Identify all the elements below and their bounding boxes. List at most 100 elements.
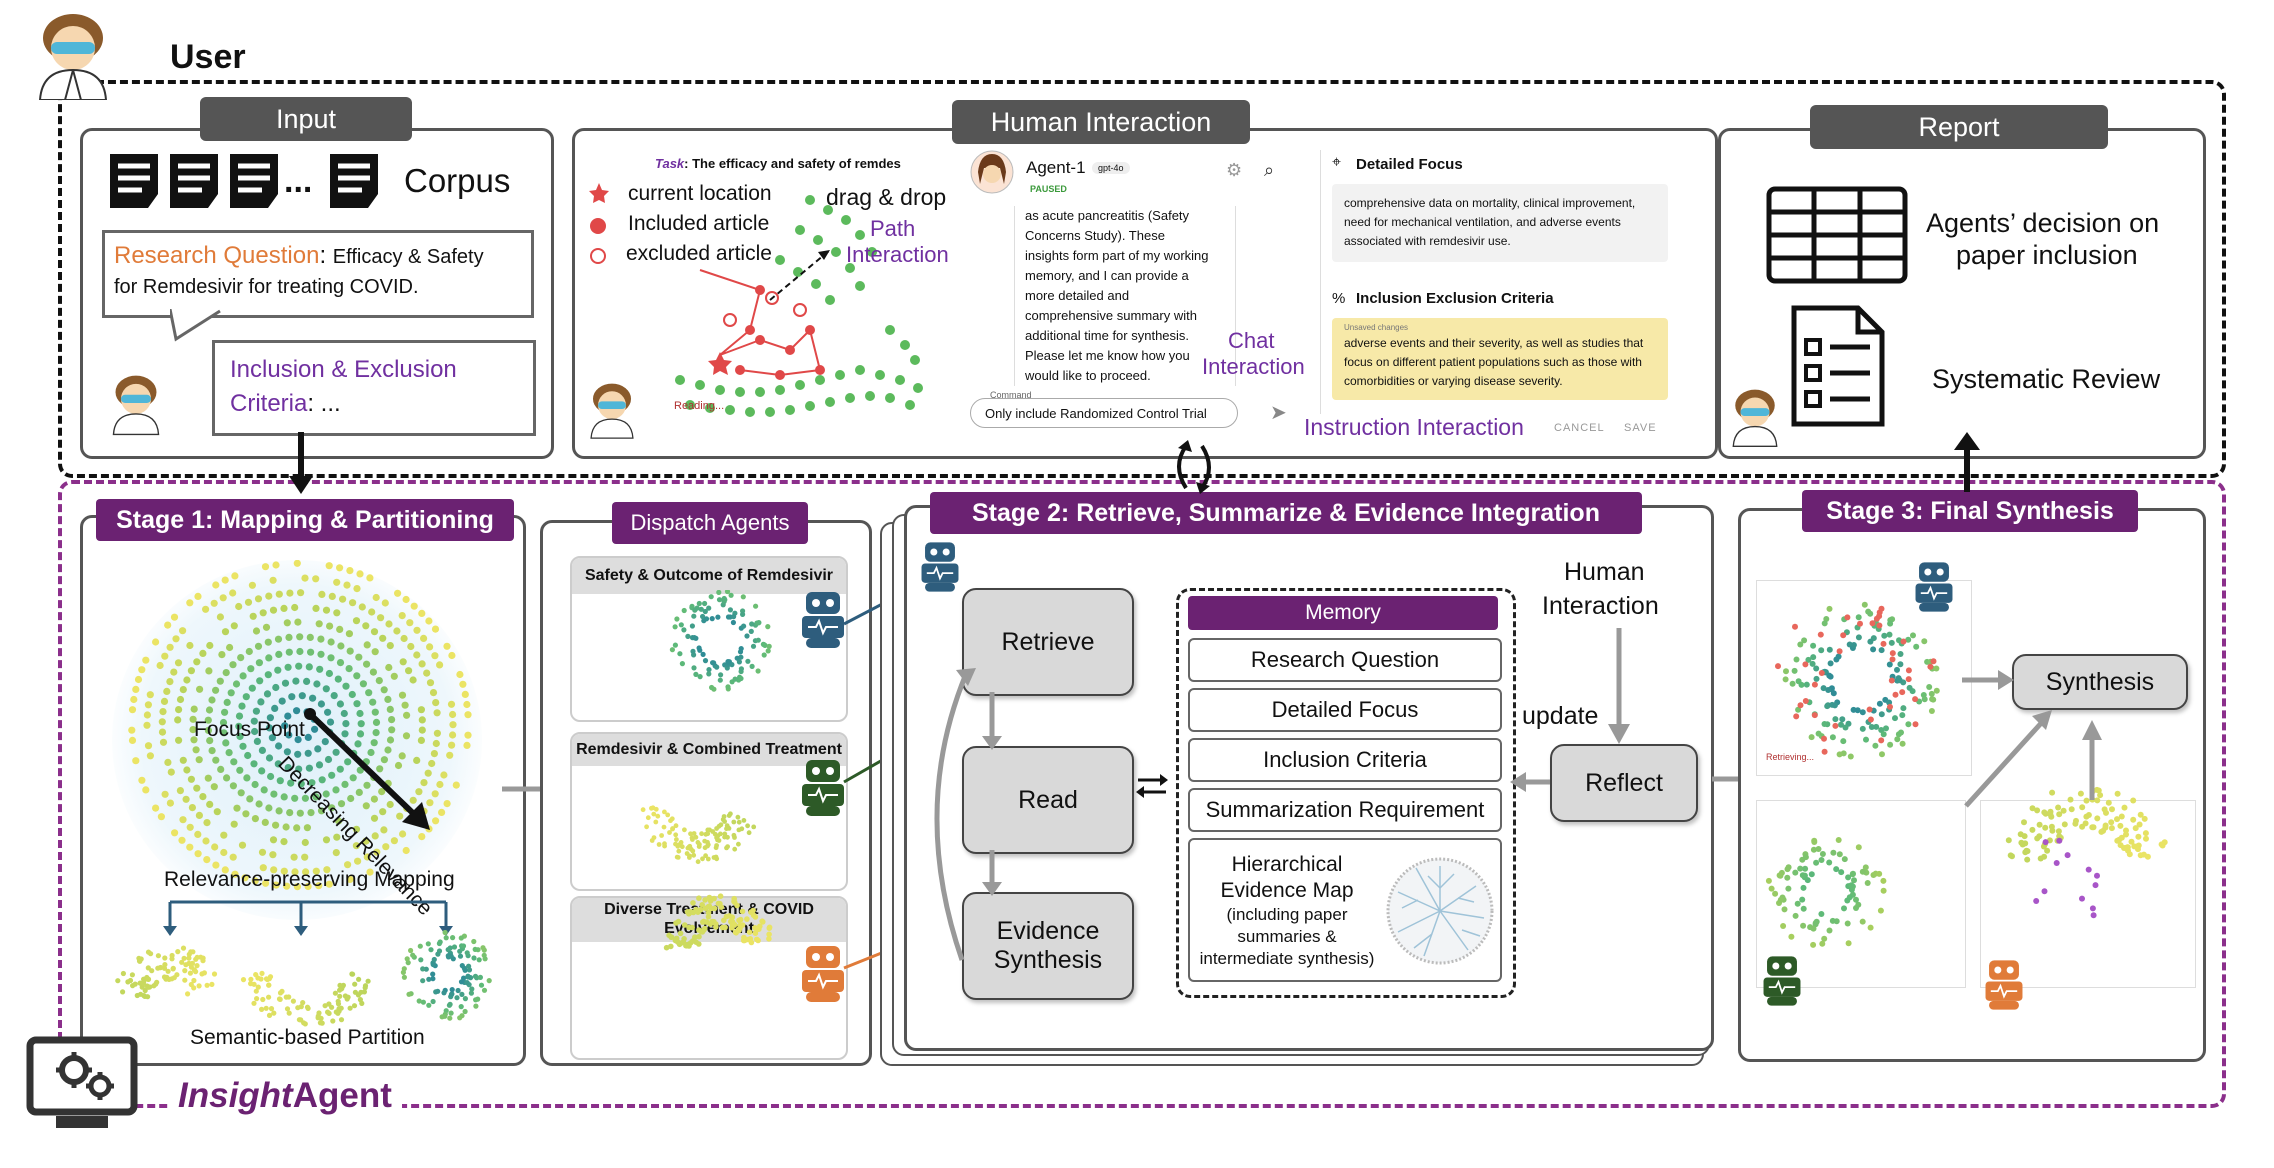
scatter-dot [301,794,309,802]
scatter-dot [1811,712,1818,719]
scatter-dot [708,594,714,600]
scatter-dot [379,634,387,642]
command-label: Command [990,390,1032,400]
legend-excluded-icon [590,248,606,264]
scatter-dot [480,945,486,951]
scatter-dot [736,917,742,924]
scatter-dot [132,685,140,693]
scatter-dot [2092,882,2099,889]
scatter-dot [316,665,324,673]
scatter-dot [448,651,456,660]
settings-icon[interactable]: ⚙ [1226,160,1243,180]
scatter-dot [428,759,436,768]
scatter-dot [1832,722,1839,729]
cancel-button[interactable]: CANCEL [1554,422,1605,434]
scatter-dot [358,603,366,611]
scatter-dot [398,691,407,699]
bubble-tail [170,309,221,342]
scatter-dot [362,983,369,989]
scatter-dot [1826,605,1833,612]
scatter-dot [1840,738,1847,745]
scatter-dot [700,856,705,862]
scatter-dot [1845,940,1852,947]
scatter-dot [401,966,407,972]
scatter-dot [719,924,726,931]
scatter-dot [265,724,274,732]
scatter-dot [213,808,221,816]
scatter-dot [220,729,228,737]
human-interaction-line1: Human [1564,558,1645,586]
scatter-dot [246,795,254,803]
scatter-dot [179,686,187,694]
scatter-dot [250,717,258,725]
scatter-dot [433,729,441,737]
scatter-dot [705,914,712,920]
focus-icon: ⌖ [1332,154,1342,171]
scatter-dot [296,633,304,641]
scatter-dot [1827,673,1834,680]
scatter-dot [353,700,361,708]
scatter-dot [271,1010,277,1016]
detailed-focus-box[interactable]: comprehensive data on mortality, clinica… [1332,184,1668,262]
save-button[interactable]: SAVE [1624,422,1657,434]
scatter-dot [265,804,273,812]
scatter-dot [676,848,682,854]
scatter-dot [263,976,270,982]
scatter-dot [1772,890,1779,897]
partition-label: Semantic-based Partition [190,1026,425,1049]
scatter-dot [1887,620,1894,627]
scatter-dot [210,783,218,791]
send-icon[interactable]: ➤ [1270,402,1287,424]
scatter-dot [205,667,213,675]
scatter-dot [668,934,674,940]
scatter-dot [175,949,181,955]
scatter-dot [371,648,379,656]
scatter-dot [714,664,720,670]
path-interaction-1: Path [870,216,916,241]
scatter-dot [2089,824,2096,831]
scatter-dot [307,648,315,656]
scatter-dot [253,988,259,994]
scatter-dot [447,1015,453,1021]
user-avatar-icon [38,14,108,100]
scatter-dot [151,983,157,989]
scatter-dot [399,658,407,666]
scatter-dot [727,607,733,613]
scatter-dot [690,837,695,842]
scatter-dot [690,648,696,654]
reflect-box: Reflect [1550,744,1698,822]
scatter-dot [1775,663,1781,670]
research-question-bubble [102,230,534,318]
scatter-dot [132,757,140,765]
scatter-dot [1836,648,1843,655]
scatter-dot [1888,677,1895,684]
scatter-dot [187,970,193,976]
scatter-dot [766,643,772,649]
scatter-dot [751,824,757,830]
scatter-dot [344,758,352,766]
scatter-dot [722,831,728,837]
relevance-scatter [128,560,472,891]
scatter-dot [1825,687,1832,693]
scatter-dot [1798,681,1805,688]
scatter-dot [680,939,687,945]
scatter-dot [2072,820,2079,827]
scatter-dot [1838,869,1845,876]
scatter-dot [369,668,377,676]
scatter-dot [458,935,464,941]
scatter-dot [702,897,708,903]
scatter-dot [322,606,331,614]
scientist-icon-2 [590,383,634,439]
human-interaction-tab: Human Interaction [952,100,1250,144]
scatter-dot [1785,885,1792,892]
scatter-dot [435,988,441,994]
search-icon[interactable]: ⌕ [1264,160,1275,180]
scatter-dot [725,660,731,666]
scatter-dot [338,1005,344,1011]
command-input[interactable]: Only include Randomized Control Trial [970,398,1238,428]
scatter-dot [1859,918,1866,925]
ie-criteria-box[interactable]: Unsaved changes adverse events and their… [1332,318,1668,400]
scatter-dot [356,976,362,982]
scatter-dot [230,622,238,630]
scatter-dot [431,790,439,798]
